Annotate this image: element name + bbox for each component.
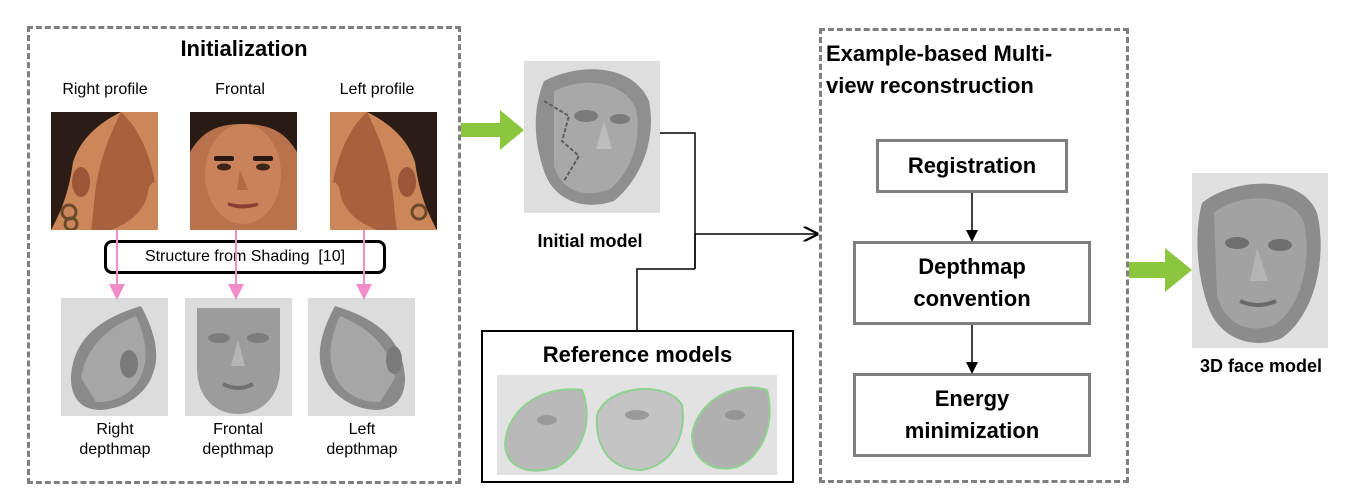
multiview-panel (819, 28, 1129, 483)
step-registration: Registration (876, 139, 1068, 193)
step-depthmap-convention: Depthmap convention (853, 241, 1091, 325)
depthmap-label-frontal: Frontal depthmap (202, 421, 274, 458)
reference-models-title: Reference models (542, 342, 733, 367)
initial-model-image (524, 61, 660, 213)
view-label-right-profile: Right profile (62, 81, 148, 98)
multiview-title: Example-based Multi- view reconstruction (826, 41, 1053, 98)
step-energy-minimization: Energy minimization (853, 373, 1091, 457)
green-arrow-to-initial-model (461, 110, 524, 150)
green-arrow-to-output (1129, 248, 1192, 292)
initialization-panel (27, 26, 461, 484)
depthmap-label-right: Right depthmap (79, 421, 151, 458)
depthmap-label-left: Left depthmap (326, 421, 398, 458)
photo-frontal (190, 112, 297, 230)
structure-from-shading-box: Structure from Shading [10] (104, 240, 386, 274)
photo-left-profile (330, 112, 437, 230)
output-label: 3D face model (1199, 356, 1323, 376)
initial-model-label: Initial model (537, 231, 643, 251)
view-label-left-profile: Left profile (339, 81, 415, 98)
reference-models-image (497, 375, 777, 475)
view-label-frontal: Frontal (215, 81, 265, 98)
photo-right-profile (51, 112, 158, 230)
connector-reference-models (636, 268, 695, 330)
reference-models-box (481, 330, 794, 483)
output-face-image (1192, 173, 1328, 348)
depthmap-left (308, 298, 415, 416)
depthmap-frontal (185, 298, 292, 416)
initialization-title: Initialization (180, 36, 308, 61)
depthmap-right (61, 298, 168, 416)
